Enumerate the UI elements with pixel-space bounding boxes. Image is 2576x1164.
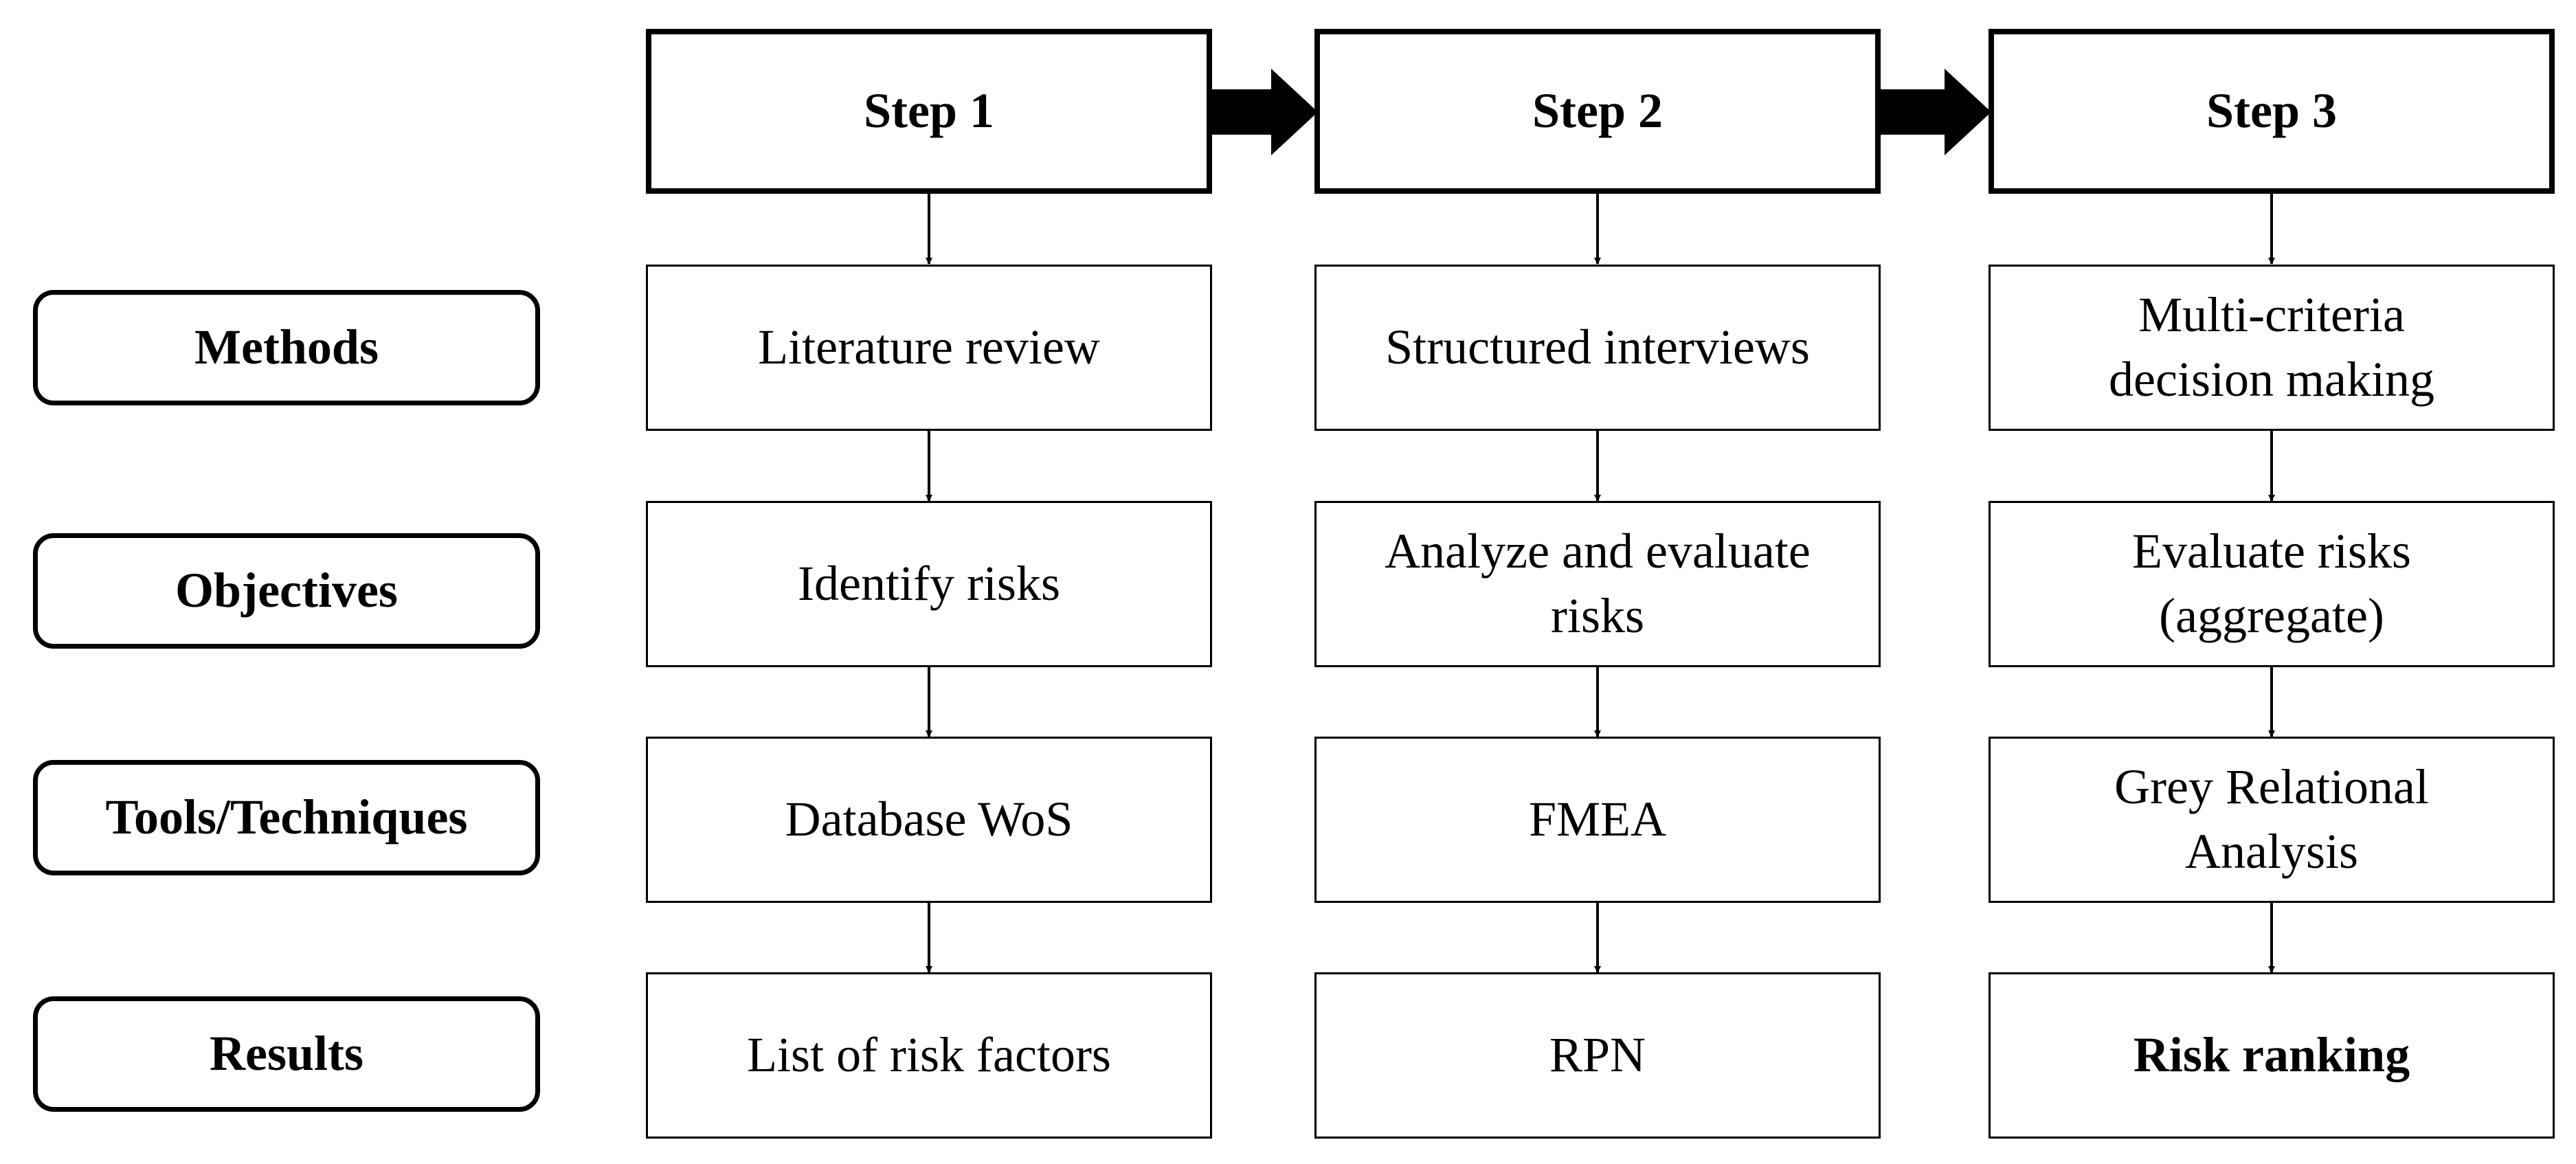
step3-objectives-text: Evaluate risks (aggregate): [2132, 524, 2411, 643]
step1-objectives-cell: Identify risks: [646, 501, 1212, 667]
row-label-methods-text: Methods: [194, 320, 379, 375]
row-label-tools-techniques-text: Tools/Techniques: [105, 790, 468, 845]
step-2-label: Step 2: [1532, 83, 1664, 139]
step2-results-text: RPN: [1549, 1027, 1646, 1083]
step1-methods-text: Literature review: [758, 320, 1100, 375]
step-1-box: Step 1: [646, 29, 1212, 194]
step1-results-text: List of risk factors: [747, 1027, 1111, 1083]
step3-results-text: Risk ranking: [2133, 1027, 2410, 1083]
row-label-results: Results: [33, 996, 540, 1112]
step2-methods-cell: Structured interviews: [1314, 265, 1881, 431]
step1-tools-text: Database WoS: [785, 792, 1073, 847]
step2-to-step3-arrow: [1881, 69, 1991, 155]
row-label-tools-techniques: Tools/Techniques: [33, 760, 540, 875]
step1-to-step2-arrow: [1211, 69, 1318, 155]
step2-objectives-text: Analyze and evaluate risks: [1385, 524, 1811, 643]
step2-results-cell: RPN: [1314, 972, 1881, 1139]
step2-tools-cell: FMEA: [1314, 737, 1881, 903]
step1-tools-cell: Database WoS: [646, 737, 1212, 903]
step-1-label: Step 1: [863, 83, 995, 139]
row-label-methods: Methods: [33, 290, 540, 405]
step3-results-cell: Risk ranking: [1989, 972, 2555, 1139]
row-label-objectives-text: Objectives: [175, 563, 398, 618]
step-2-box: Step 2: [1314, 29, 1881, 194]
row-label-results-text: Results: [209, 1026, 363, 1082]
step1-results-cell: List of risk factors: [646, 972, 1212, 1139]
step3-methods-cell: Multi-criteria decision making: [1989, 265, 2555, 431]
step3-methods-text: Multi-criteria decision making: [2109, 287, 2434, 407]
step3-tools-text: Grey Relational Analysis: [2114, 759, 2429, 879]
row-label-objectives: Objectives: [33, 533, 540, 649]
step2-objectives-cell: Analyze and evaluate risks: [1314, 501, 1881, 667]
step2-methods-text: Structured interviews: [1385, 320, 1810, 375]
step3-tools-cell: Grey Relational Analysis: [1989, 737, 2555, 903]
step-3-box: Step 3: [1989, 29, 2555, 194]
step-3-label: Step 3: [2206, 83, 2338, 139]
step1-objectives-text: Identify risks: [798, 556, 1060, 612]
step3-objectives-cell: Evaluate risks (aggregate): [1989, 501, 2555, 667]
step2-tools-text: FMEA: [1528, 792, 1667, 847]
step1-methods-cell: Literature review: [646, 265, 1212, 431]
